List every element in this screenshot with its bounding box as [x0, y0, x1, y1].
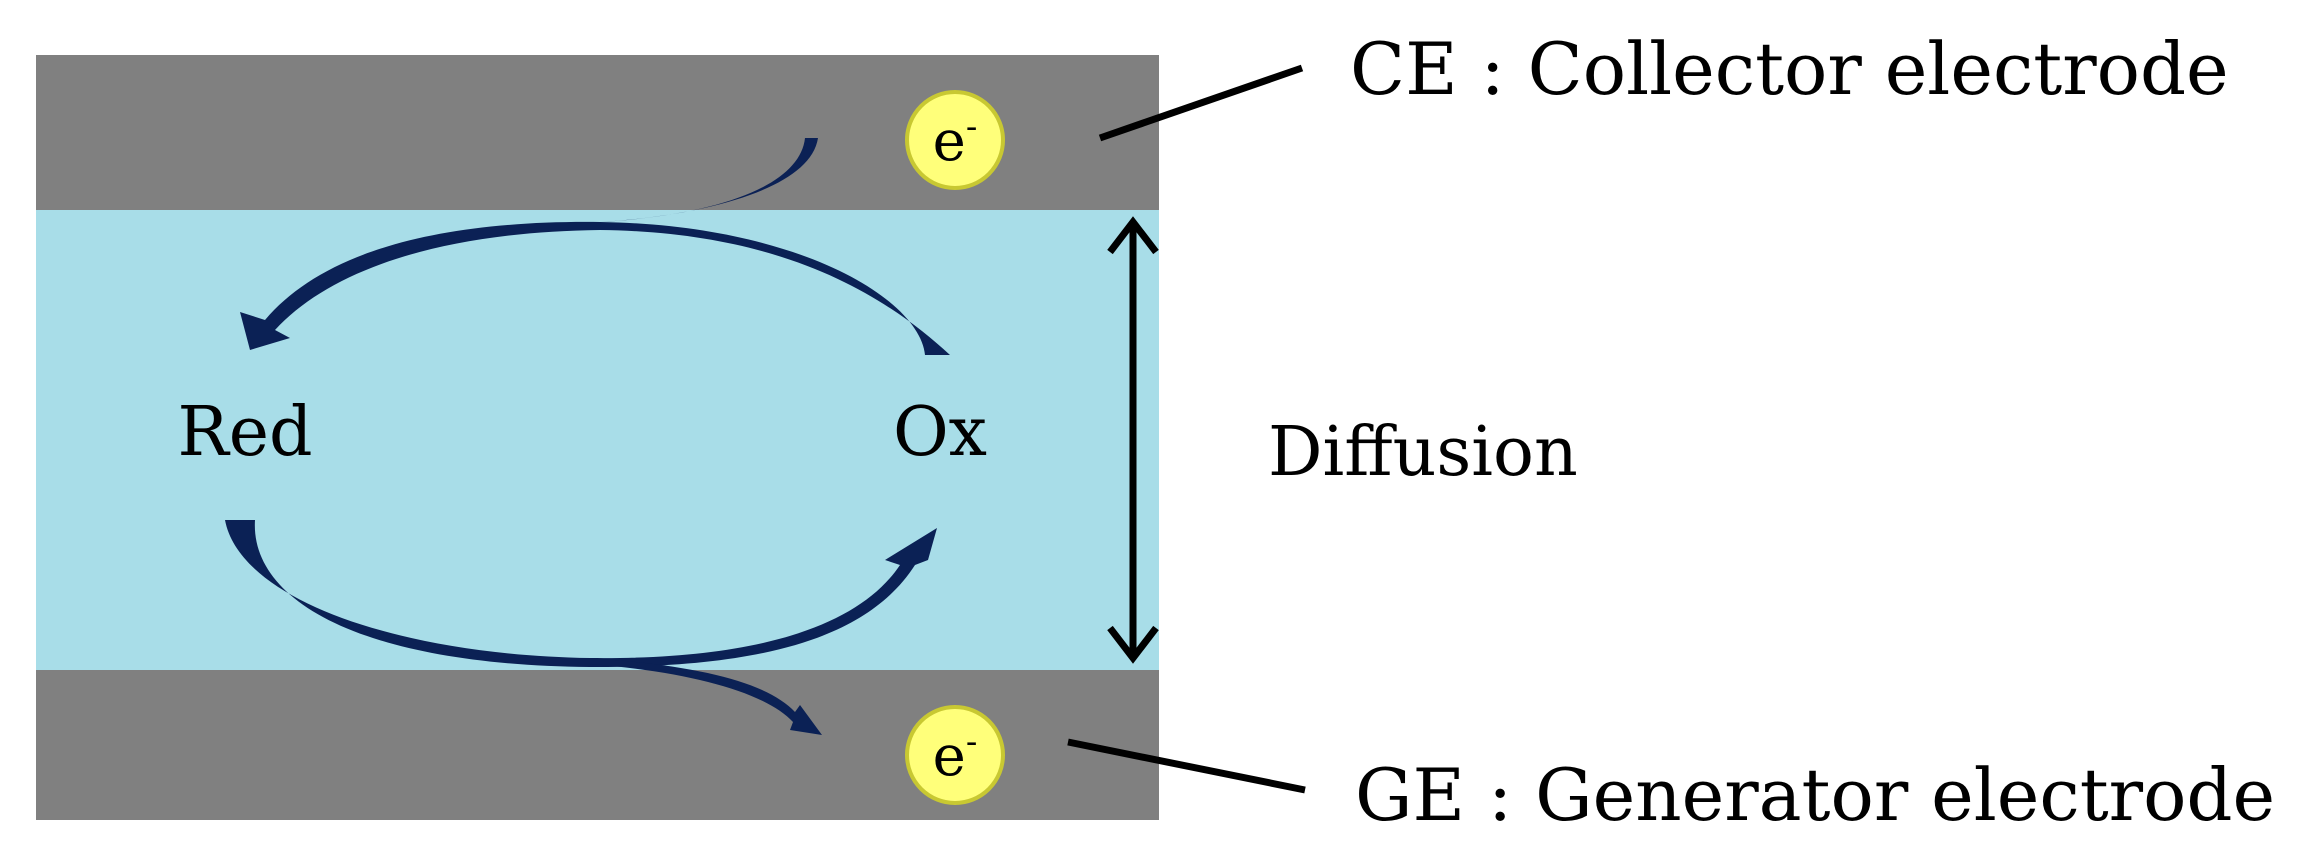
collector-electrode-label: CE : Collector electrode [1350, 27, 2229, 111]
electron-top: e- [905, 90, 1005, 190]
red-label: Red [178, 393, 313, 472]
collector-leader-line [1098, 64, 1304, 142]
electron-symbol: e [933, 724, 966, 789]
generator-leader-line [1067, 738, 1306, 794]
electron-circle-icon [905, 90, 1005, 190]
svg-text:e-: e- [933, 722, 978, 789]
curved-arrow-icon [590, 658, 822, 735]
generator-electrode-label: GE : Generator electrode [1355, 753, 2275, 837]
diffusion-label: Diffusion [1268, 413, 1578, 492]
svg-text:e-: e- [933, 107, 978, 174]
ox-label: Ox [893, 393, 987, 472]
electron-superscript: - [966, 722, 978, 762]
electron-superscript: - [966, 107, 978, 147]
electron-symbol: e [933, 109, 966, 174]
solution-channel [36, 210, 1159, 670]
electron-bottom: e- [905, 705, 1005, 805]
electron-circle-icon [905, 705, 1005, 805]
double-headed-arrow-icon [1107, 216, 1159, 664]
